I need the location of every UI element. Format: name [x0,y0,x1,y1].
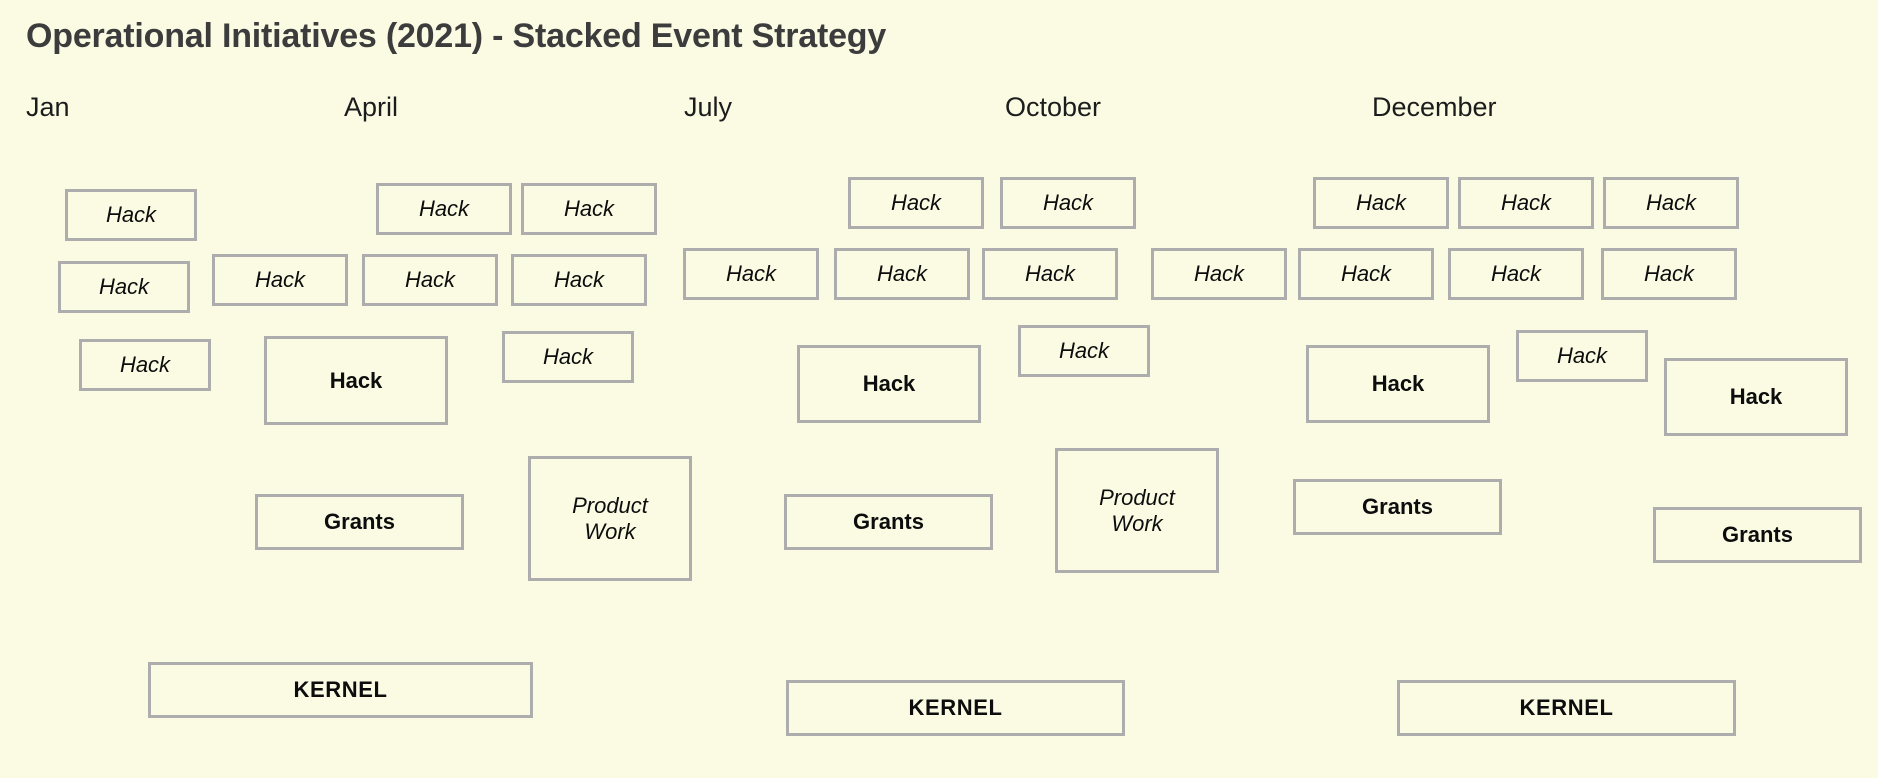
event-box-label: Hack [254,267,306,293]
event-box-label: Hack [1645,190,1697,216]
event-box-label: KERNEL [908,695,1003,721]
event-box-label: Hack [329,367,383,393]
month-label: December [1372,92,1497,122]
event-box-label: Grants [1722,522,1793,548]
event-box[interactable]: Grants [255,494,464,550]
event-box-label: Hack [1500,190,1552,216]
event-box-label: Product Work [572,492,648,544]
event-box-label: Hack [1193,261,1245,287]
event-box[interactable]: Hack [511,254,647,306]
month-label: October [1005,92,1102,122]
event-box[interactable]: Grants [1653,507,1862,563]
event-box[interactable]: Hack [834,248,970,300]
event-box[interactable]: Hack [362,254,498,306]
event-box[interactable]: Hack [1448,248,1584,300]
event-box[interactable]: Hack [1306,345,1490,423]
event-box[interactable]: Hack [1151,248,1287,300]
event-box[interactable]: Hack [1664,358,1848,436]
event-box-label: Hack [1371,371,1425,397]
event-box[interactable]: Hack [1313,177,1449,229]
event-box[interactable]: Hack [1018,325,1150,377]
event-box-label: Hack [862,371,916,397]
event-box[interactable]: Hack [1458,177,1594,229]
event-box-label: Hack [1058,338,1110,364]
event-box-label: Hack [404,267,456,293]
event-box-label: Hack [105,202,157,228]
event-box[interactable]: Hack [58,261,190,313]
event-box-label: Hack [1729,384,1783,410]
event-box-label: Hack [1355,190,1407,216]
event-box[interactable]: Product Work [528,456,692,581]
month-label: April [344,92,399,122]
event-box-label: Product Work [1099,484,1175,536]
event-box[interactable]: Hack [212,254,348,306]
event-box-label: Grants [324,509,395,535]
event-box[interactable]: Hack [848,177,984,229]
event-box[interactable]: Hack [502,331,634,383]
event-box-label: Hack [1340,261,1392,287]
event-box[interactable]: Hack [1000,177,1136,229]
event-box[interactable]: Hack [376,183,512,235]
event-box-label: Hack [542,344,594,370]
event-box[interactable]: Hack [683,248,819,300]
event-box[interactable]: Hack [1516,330,1648,382]
event-box[interactable]: Hack [1603,177,1739,229]
event-box-label: Hack [1024,261,1076,287]
event-box-label: Hack [1490,261,1542,287]
event-box[interactable]: Grants [1293,479,1502,535]
event-box[interactable]: KERNEL [786,680,1125,736]
event-box-label: Hack [563,196,615,222]
page-title: Operational Initiatives (2021) - Stacked… [26,17,887,55]
event-box[interactable]: KERNEL [148,662,533,718]
event-box-label: Hack [1556,343,1608,369]
event-box-label: Hack [890,190,942,216]
event-box[interactable]: Hack [1601,248,1737,300]
event-box[interactable]: Hack [1298,248,1434,300]
event-box-label: Hack [418,196,470,222]
event-box[interactable]: KERNEL [1397,680,1736,736]
event-box-label: Hack [119,352,171,378]
event-box-label: Hack [876,261,928,287]
event-box-label: Hack [725,261,777,287]
event-box[interactable]: Hack [982,248,1118,300]
event-box[interactable]: Hack [79,339,211,391]
month-label: Jan [26,92,70,122]
event-box[interactable]: Hack [264,336,448,425]
month-label: July [684,92,733,122]
event-box-label: KERNEL [293,677,388,703]
event-box[interactable]: Product Work [1055,448,1219,573]
event-box[interactable]: Hack [65,189,197,241]
event-box-label: Hack [553,267,605,293]
event-box[interactable]: Hack [797,345,981,423]
event-box-label: Hack [1643,261,1695,287]
event-box-label: Hack [1042,190,1094,216]
event-box-label: Hack [98,274,150,300]
event-box[interactable]: Hack [521,183,657,235]
event-box-label: Grants [1362,494,1433,520]
event-box-label: KERNEL [1519,695,1614,721]
event-box-label: Grants [853,509,924,535]
event-box[interactable]: Grants [784,494,993,550]
